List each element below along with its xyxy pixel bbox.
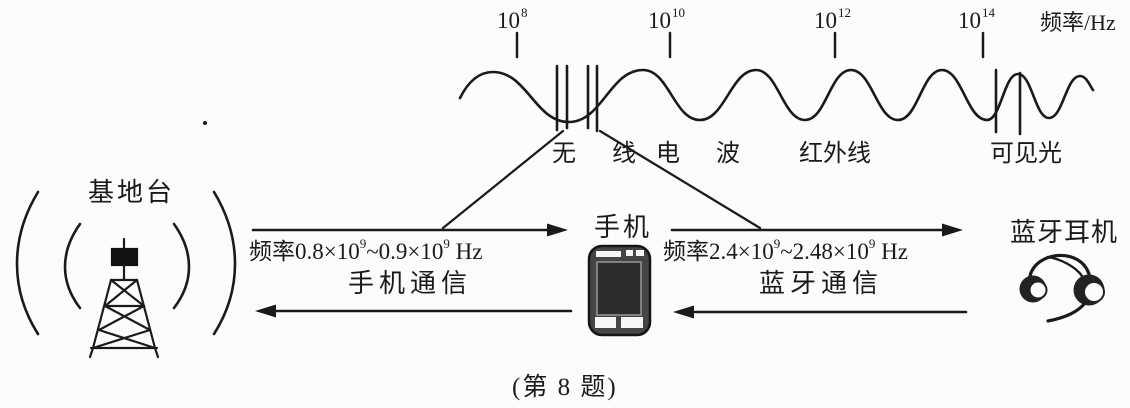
band-label-radio-1: 无 线 bbox=[552, 141, 651, 167]
phone-label: 手机 bbox=[594, 213, 653, 242]
radio-band-marker-lines bbox=[555, 64, 599, 133]
axis-tick-marks bbox=[515, 31, 985, 59]
mobile-frequency-range: 频率0.8×109~0.9×109 Hz bbox=[249, 236, 483, 264]
callout-line-left bbox=[441, 129, 565, 230]
phone-icon bbox=[587, 244, 652, 337]
mobile-communication-label: 手机通信 bbox=[348, 269, 473, 298]
radio-waves-icon bbox=[15, 190, 237, 336]
print-speck bbox=[203, 121, 207, 125]
bluetooth-headset-icon bbox=[1019, 253, 1105, 323]
headset-label: 蓝牙耳机 bbox=[1010, 218, 1119, 247]
axis-tick-label-1e10: 1010 bbox=[648, 5, 685, 33]
callout-line-right bbox=[598, 129, 762, 230]
arrow-headset-to-phone bbox=[673, 305, 968, 319]
bluetooth-frequency-range: 频率2.4×109~2.48×109 Hz bbox=[663, 236, 908, 264]
bluetooth-communication-label: 蓝牙通信 bbox=[759, 269, 884, 298]
band-label-radio-2: 电 波 bbox=[656, 141, 755, 167]
arrow-basestation-to-phone bbox=[251, 223, 568, 237]
base-station-label: 基地台 bbox=[88, 178, 176, 207]
arrow-phone-to-basestation bbox=[255, 304, 573, 318]
arrow-phone-to-headset bbox=[670, 223, 963, 237]
axis-unit-label: 频率/Hz bbox=[1040, 10, 1116, 35]
figure-caption: (第 8 题) bbox=[512, 374, 618, 401]
axis-tick-label-1e8: 108 bbox=[497, 5, 528, 33]
band-label-infrared: 红外线 bbox=[799, 141, 871, 167]
visible-light-band-lines bbox=[994, 68, 1022, 136]
axis-tick-label-1e12: 1012 bbox=[814, 5, 851, 33]
base-station-icon bbox=[88, 237, 160, 359]
band-label-visible: 可见光 bbox=[990, 141, 1062, 167]
axis-tick-label-1e14: 1014 bbox=[958, 5, 995, 33]
spectrum-wave-curve bbox=[458, 68, 1095, 124]
